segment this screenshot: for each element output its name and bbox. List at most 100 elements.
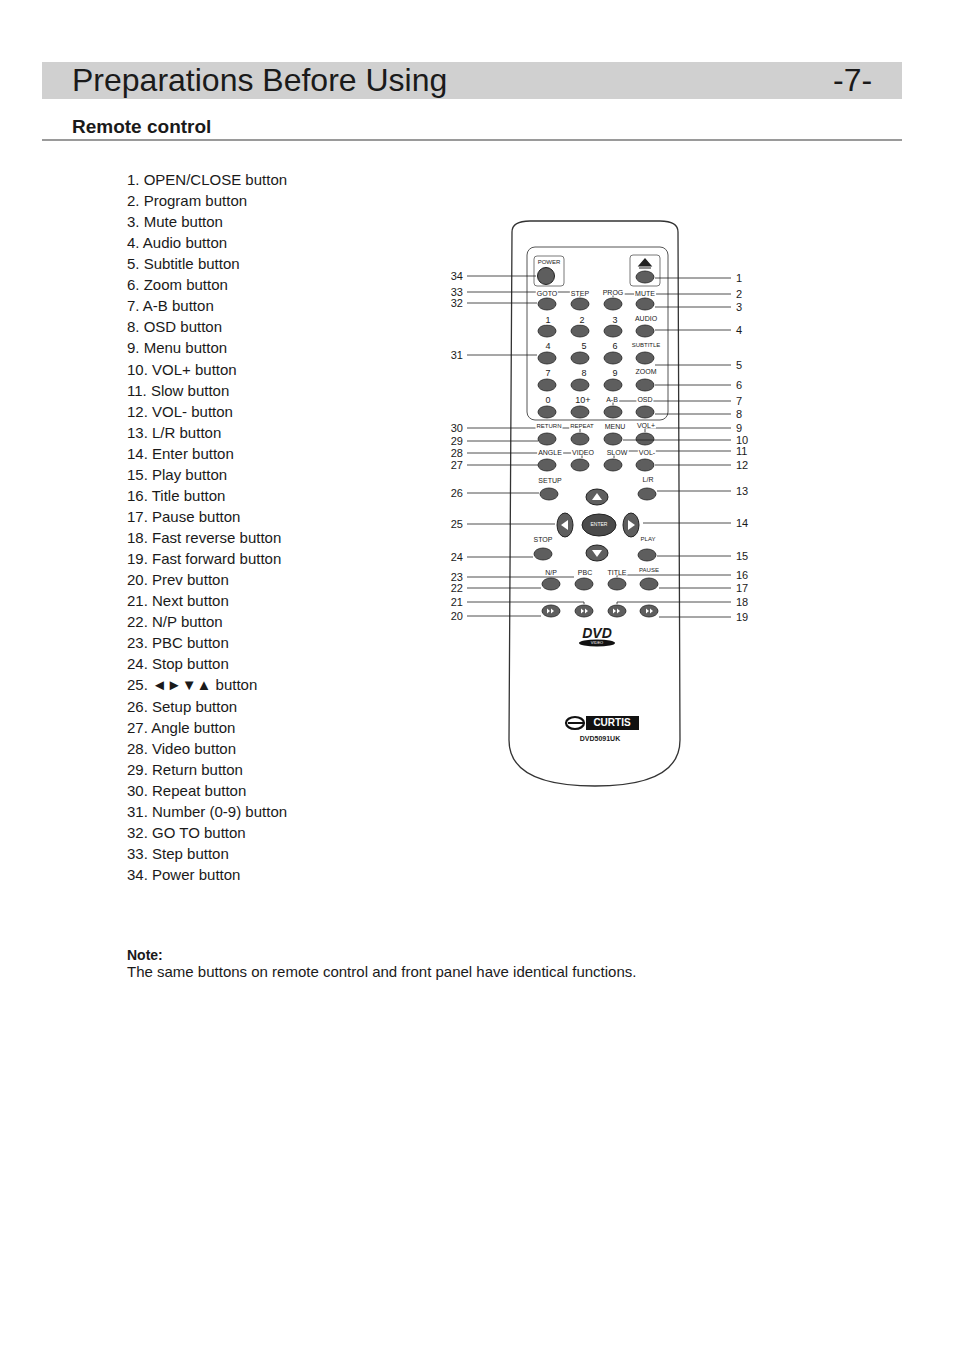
- remote-button: [538, 379, 556, 391]
- leader-line: [467, 524, 555, 525]
- list-item: 19. Fast forward button: [127, 550, 281, 567]
- remote-button: [538, 352, 556, 364]
- callout-number: 17: [736, 582, 748, 595]
- list-item: 22. N/P button: [127, 614, 223, 631]
- remote-button: [571, 298, 589, 310]
- button-label: DVD: [582, 625, 612, 641]
- power-frame: [534, 256, 564, 286]
- list-item: 12. VOL- button: [127, 403, 233, 420]
- remote-button: [575, 578, 593, 590]
- enter-button: [582, 514, 616, 536]
- remote-button: [542, 605, 560, 617]
- list-item: 15. Play button: [127, 466, 227, 483]
- remote-button: [636, 379, 654, 391]
- callout-number: 18: [736, 596, 748, 609]
- callout-number: 28: [451, 447, 463, 460]
- remote-button: [636, 271, 654, 283]
- callout-number: 5: [736, 359, 742, 372]
- button-label: SLOW: [606, 449, 629, 456]
- button-label: VOL+: [636, 422, 656, 429]
- remote-button: [604, 352, 622, 364]
- button-label: 7: [544, 369, 551, 378]
- leader-line: [655, 414, 731, 415]
- note-text: The same buttons on remote control and f…: [127, 963, 636, 980]
- button-label: N/P: [544, 569, 558, 576]
- section-rule: [42, 139, 902, 141]
- callout-number: 27: [451, 459, 463, 472]
- leader-line: [613, 401, 731, 405]
- remote-body: [509, 221, 680, 786]
- list-item: 16. Title button: [127, 487, 225, 504]
- brand-plate: [586, 716, 639, 730]
- leader-line: [655, 385, 731, 386]
- leader-line: [467, 292, 580, 297]
- list-item: 10. VOL+ button: [127, 361, 237, 378]
- leader-line: [467, 441, 538, 442]
- remote-button: [540, 488, 558, 500]
- remote-button: [636, 406, 654, 418]
- list-item: 13. L/R button: [127, 424, 221, 441]
- button-label: VIDEO: [571, 449, 595, 456]
- button-label: 5: [580, 342, 587, 351]
- note-label: Note:: [127, 947, 163, 963]
- list-item: 27. Angle button: [127, 719, 235, 736]
- list-item: 2. Program button: [127, 192, 247, 209]
- callout-number: 4: [736, 324, 742, 337]
- callout-number: 13: [736, 485, 748, 498]
- leader-line: [617, 602, 731, 604]
- button-label: POWER: [537, 259, 562, 265]
- button-label: RETURN: [536, 423, 563, 429]
- callout-number: 8: [736, 408, 742, 421]
- button-label: 8: [580, 369, 587, 378]
- list-item: 30. Repeat button: [127, 782, 246, 799]
- list-item: 29. Return button: [127, 761, 243, 778]
- button-label: 6: [611, 342, 618, 351]
- callout-number: 12: [736, 459, 748, 472]
- arrow-symbol: [561, 520, 568, 530]
- remote-button: [604, 298, 622, 310]
- arrow-symbol: [628, 520, 635, 530]
- callout-number: 24: [451, 551, 463, 564]
- pagenum: -7-: [833, 62, 872, 99]
- callout-number: 34: [451, 270, 463, 283]
- list-item: 26. Setup button: [127, 698, 237, 715]
- button-label: SUBTITLE: [631, 342, 662, 348]
- leader-line: [655, 465, 731, 466]
- remote-button: [538, 459, 556, 471]
- remote-button: [608, 605, 626, 617]
- buttons: [534, 268, 658, 618]
- remote-button: [604, 379, 622, 391]
- button-label: PBC: [577, 569, 593, 576]
- remote-button: [575, 605, 593, 617]
- list-item: 5. Subtitle button: [127, 256, 240, 273]
- list-item: 23. PBC button: [127, 635, 229, 652]
- arrow-button: [623, 513, 639, 537]
- remote-button: [638, 549, 656, 561]
- button-label: 10+: [574, 396, 591, 405]
- eject-symbol: [639, 259, 651, 268]
- leader-line: [614, 451, 731, 458]
- button-label: 4: [544, 342, 551, 351]
- remote-button: [640, 578, 658, 590]
- button-label: GOTO: [536, 290, 558, 297]
- remote-button: [538, 325, 556, 337]
- callout-number: 11: [736, 445, 747, 458]
- button-label: ZOOM: [635, 368, 658, 375]
- leader-line: [467, 616, 541, 617]
- leader-line: [655, 365, 731, 366]
- leader-line: [643, 523, 731, 524]
- list-item: 9. Menu button: [127, 340, 227, 357]
- list-item: 18. Fast reverse button: [127, 529, 281, 546]
- remote-button: [608, 578, 626, 590]
- leader-line: [655, 278, 731, 279]
- callout-number: 3: [736, 301, 742, 314]
- remote-button: [542, 578, 560, 590]
- remote-button: [571, 379, 589, 391]
- leader-line: [467, 577, 574, 578]
- list-item: 24. Stop button: [127, 656, 229, 673]
- callout-number: 15: [736, 550, 748, 563]
- button-label: 3: [611, 316, 618, 325]
- remote-button: [571, 406, 589, 418]
- list-item: 31. Number (0-9) button: [127, 803, 287, 820]
- button-label: ANGLE: [537, 449, 563, 456]
